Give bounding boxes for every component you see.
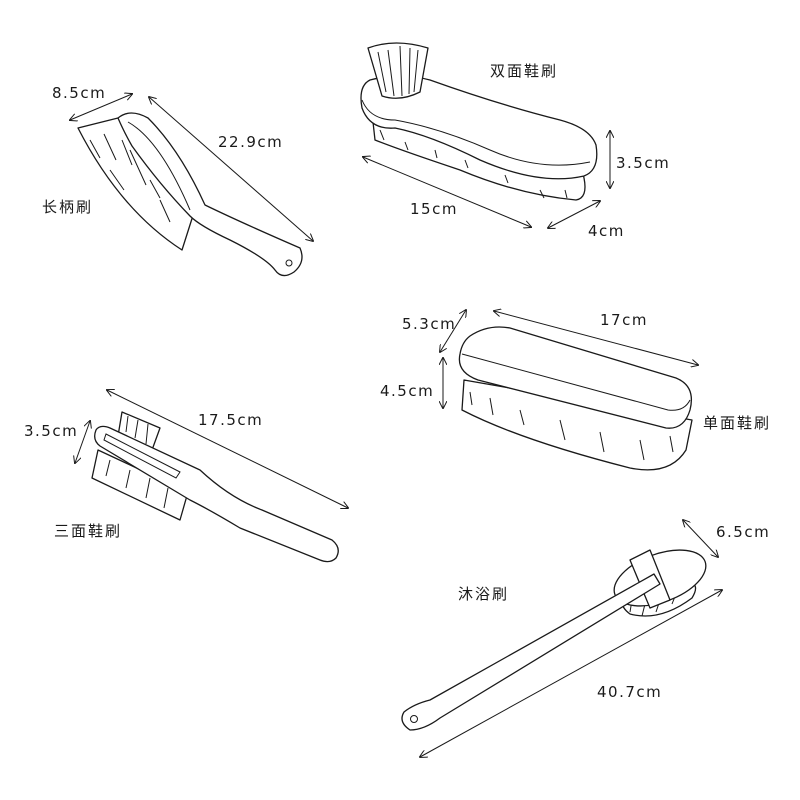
- double-brush-height-label: 3.5cm: [616, 154, 670, 172]
- single-brush-length-label: 17cm: [600, 311, 648, 329]
- triple-brush-width-label: 3.5cm: [24, 422, 78, 440]
- triple-brush-length-label: 17.5cm: [198, 411, 263, 429]
- double-shoe-brush: 双面鞋刷 3.5cm 15cm 4cm: [360, 42, 670, 240]
- long-brush-width-label: 8.5cm: [52, 84, 106, 102]
- single-brush-width-label: 5.3cm: [402, 315, 456, 333]
- long-brush-length-label: 22.9cm: [218, 133, 283, 151]
- bath-brush-length-label: 40.7cm: [597, 683, 662, 701]
- triple-shoe-brush: 3.5cm 17.5cm 三面鞋刷: [24, 390, 348, 563]
- long-handle-brush: 8.5cm 22.9cm 长柄刷: [42, 84, 313, 277]
- triple-brush-name: 三面鞋刷: [54, 522, 122, 540]
- bath-brush-name: 沐浴刷: [458, 585, 509, 603]
- single-brush-height-label: 4.5cm: [380, 382, 434, 400]
- single-shoe-brush: 5.3cm 17cm 4.5cm 单面鞋刷: [380, 310, 771, 471]
- single-brush-name: 单面鞋刷: [703, 414, 771, 432]
- long-brush-name: 长柄刷: [42, 198, 93, 216]
- double-brush-name: 双面鞋刷: [490, 62, 558, 80]
- double-brush-width-label: 4cm: [588, 222, 625, 240]
- bath-brush-width-label: 6.5cm: [716, 523, 770, 541]
- double-brush-length-label: 15cm: [410, 200, 458, 218]
- bath-brush: 6.5cm 沐浴刷 40.7cm: [401, 520, 770, 757]
